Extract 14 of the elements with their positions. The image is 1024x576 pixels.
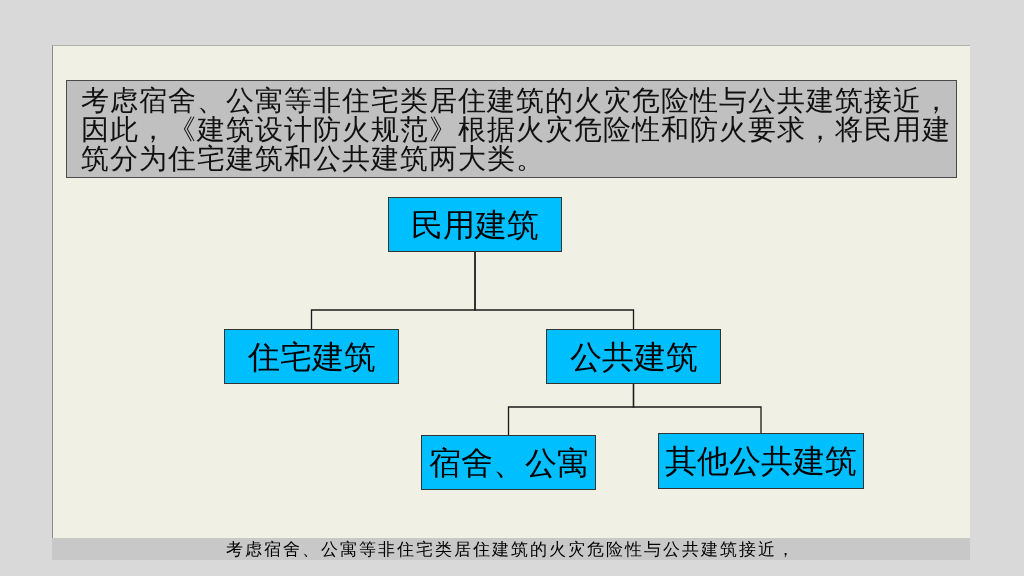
box-label: 住宅建筑 [247, 338, 376, 375]
subtitle-text: 考虑宿舍、公寓等非住宅类居住建筑的火灾危险性与公共建筑接近， [226, 539, 796, 559]
box-label: 其他公共建筑 [665, 443, 857, 479]
connector-line [632, 383, 762, 434]
category-box [658, 433, 864, 489]
category-box [224, 329, 399, 384]
panel-text: 考虑宿舍、公寓等非住宅类居住建筑的火灾危险性与公共建筑接近，因此，《建筑设计防火规范》根据火灾危险性和防火要求，将民用建筑分为住宅建筑和公共建筑两大类。 [81, 86, 952, 173]
box-label: 公共建筑 [569, 338, 698, 375]
category-box [546, 329, 721, 384]
box-label: 民用建筑 [411, 206, 539, 243]
connector-line [474, 251, 635, 330]
category-box [388, 197, 562, 252]
category-box [421, 435, 596, 490]
box-label: 宿舍、公寓 [428, 444, 589, 481]
